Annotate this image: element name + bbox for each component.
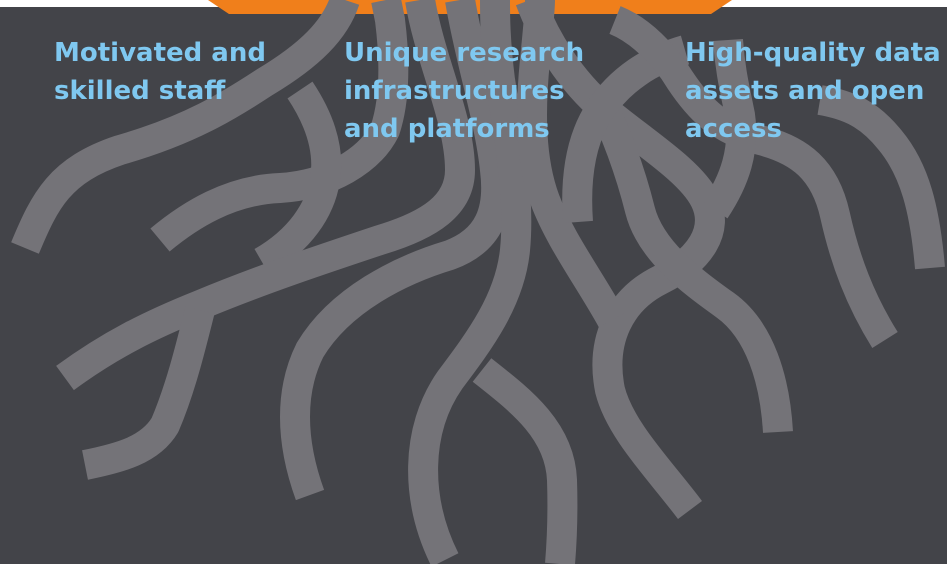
root-branch — [56, 0, 475, 391]
root-branch — [254, 81, 342, 275]
root-branch — [82, 306, 215, 480]
root-branch — [11, 0, 360, 254]
pillar-label-infrastructures: Unique research infrastructures and plat… — [344, 38, 585, 144]
root-branch — [817, 85, 945, 270]
pillar-label-data: High-quality data assets and open access — [685, 38, 941, 144]
root-branch — [517, 0, 626, 328]
root-branch — [150, 0, 409, 252]
root-branch — [280, 0, 512, 501]
root-branch — [608, 6, 898, 348]
root-branch — [408, 0, 532, 564]
pillar-label-staff: Motivated and skilled staff — [54, 38, 266, 106]
root-branch — [702, 38, 757, 219]
root-branch — [472, 358, 578, 564]
root-branch — [586, 93, 793, 433]
